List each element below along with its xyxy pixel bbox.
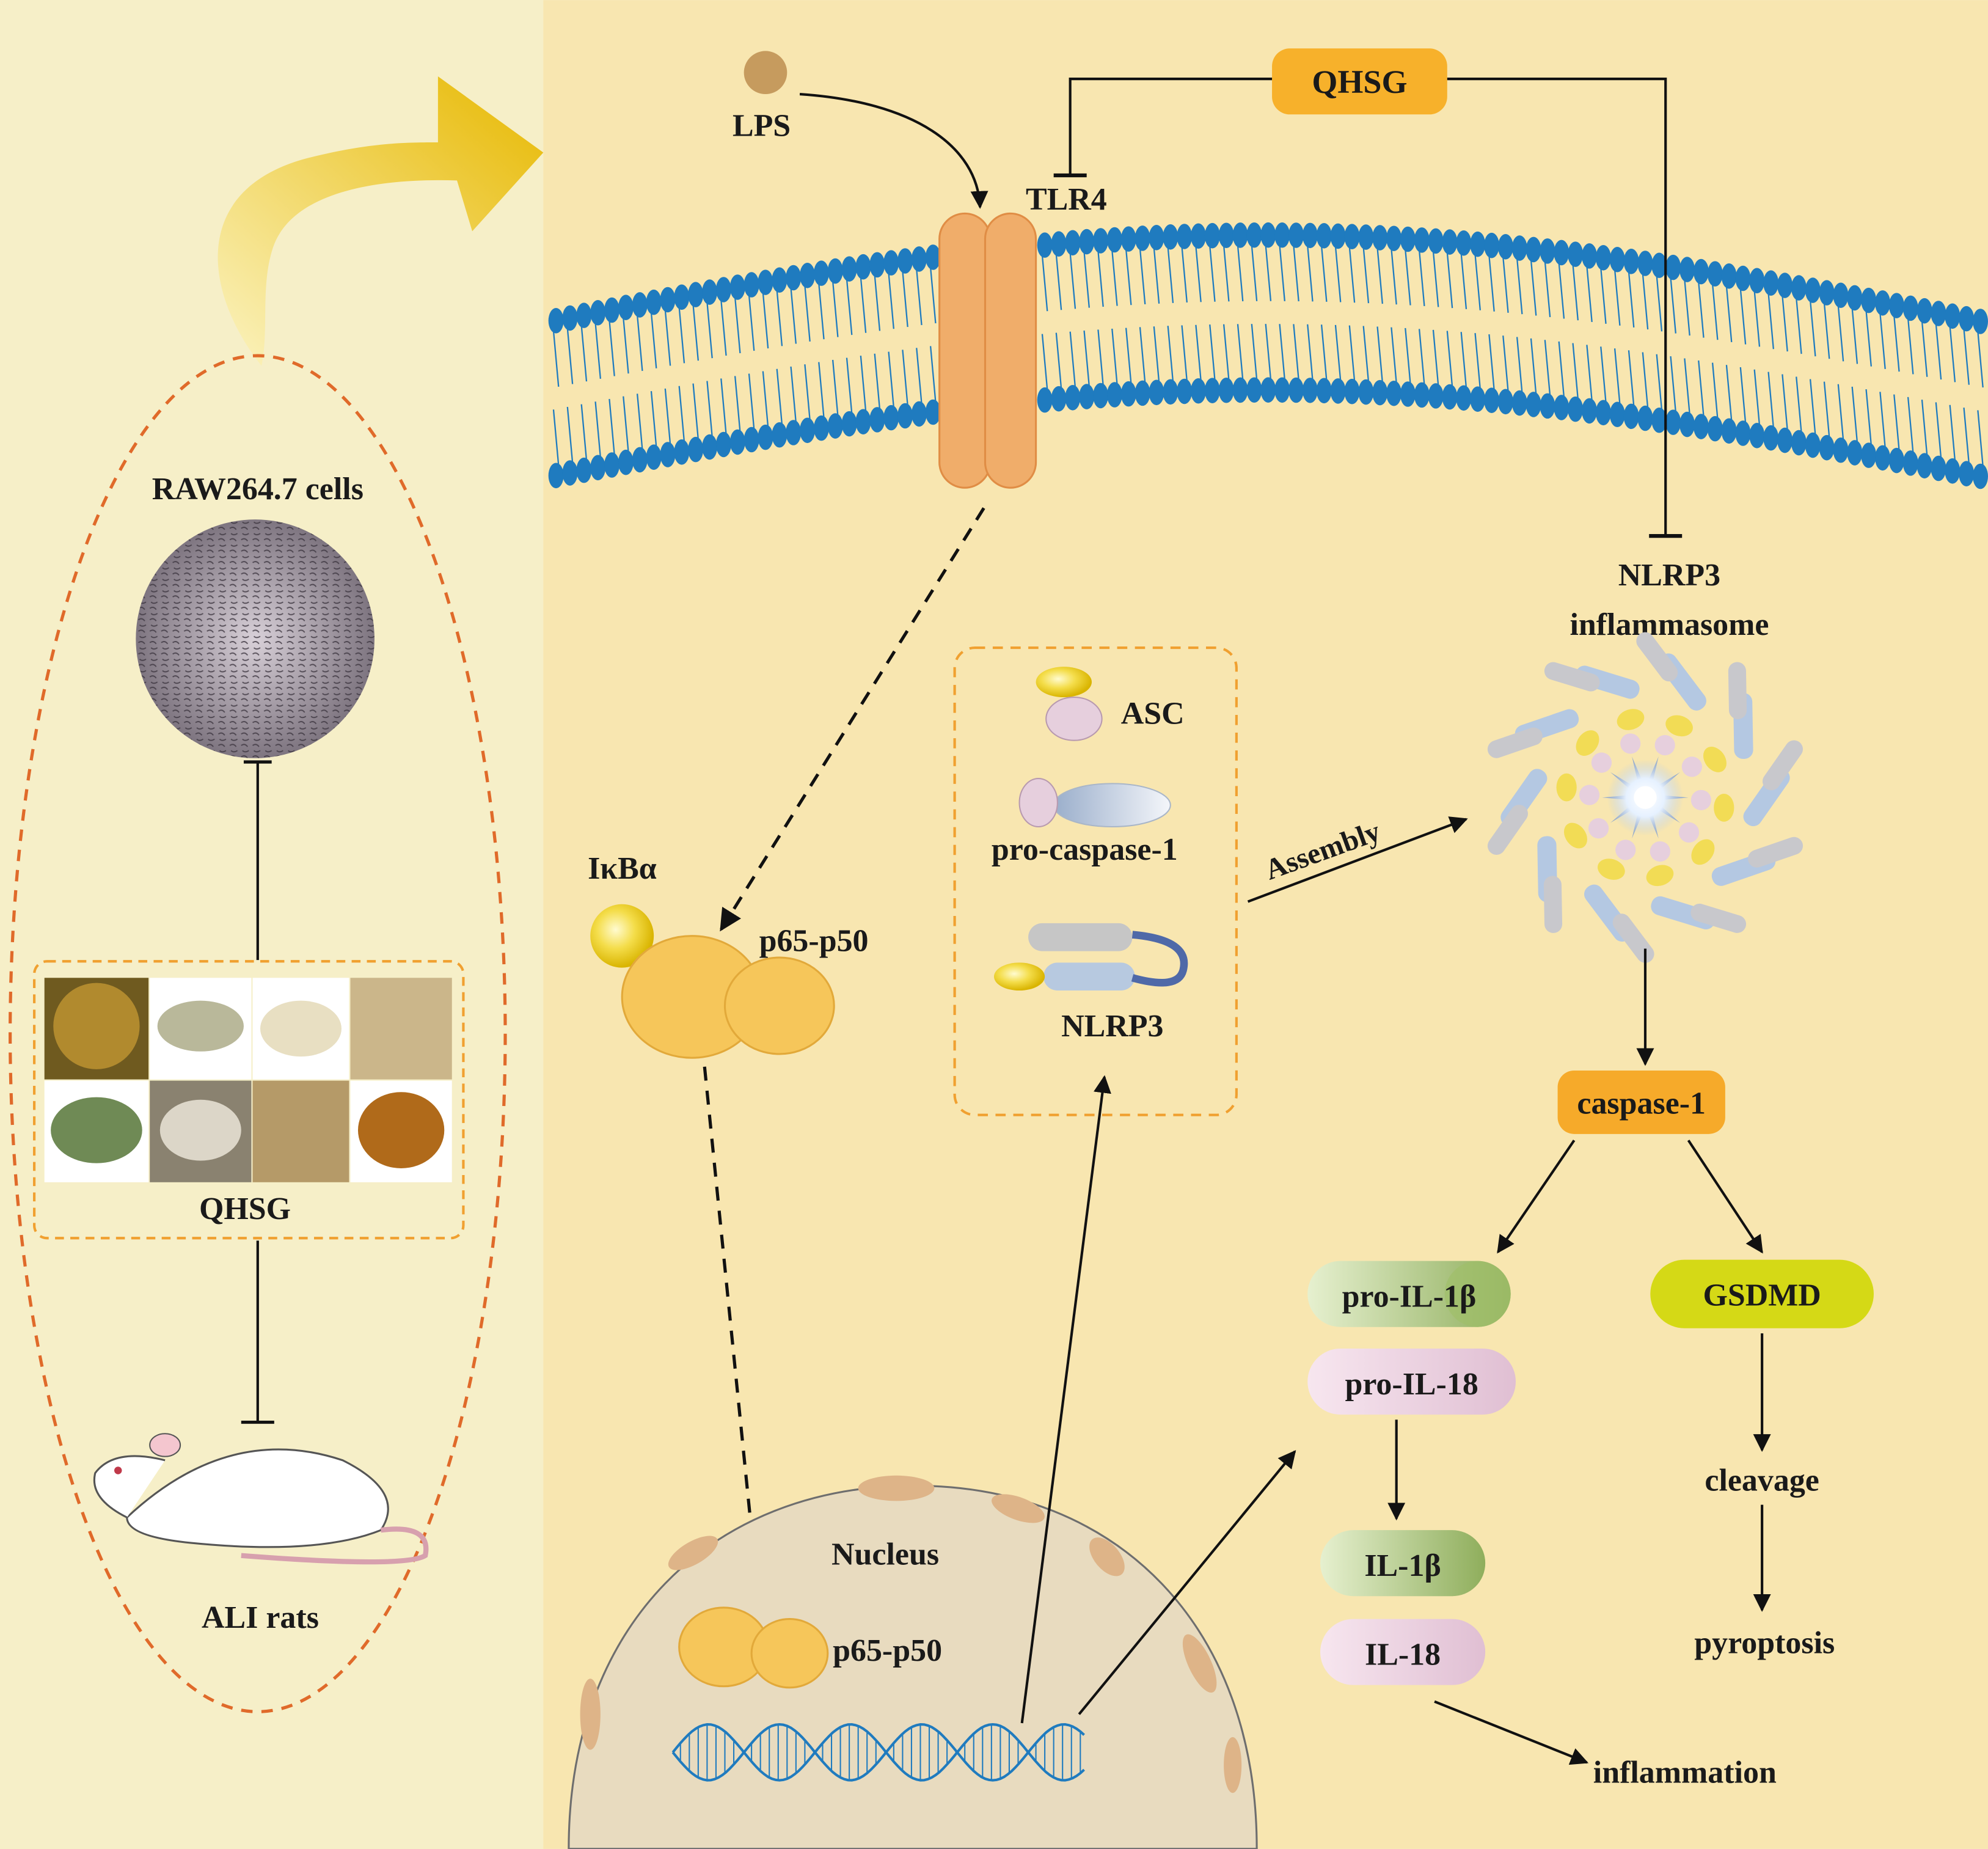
inflammasome-wheel-icon bbox=[1487, 632, 1803, 963]
gsdmd-box bbox=[1650, 1259, 1874, 1328]
rat-drawing-icon bbox=[93, 1433, 429, 1565]
inflammation-label: inflammation bbox=[1593, 1756, 1777, 1790]
herb-photo-grid-icon bbox=[44, 978, 452, 1182]
ikba-p65-complex bbox=[590, 904, 835, 1059]
pro-il18-label: pro-IL-18 bbox=[1345, 1367, 1478, 1402]
pro-il18-pill bbox=[1307, 1349, 1516, 1415]
nuclear-p65-complex bbox=[678, 1606, 829, 1689]
nucleus-label: Nucleus bbox=[831, 1537, 939, 1572]
tlr4-label: TLR4 bbox=[1026, 182, 1107, 217]
pro-il1b-label: pro-IL-1β bbox=[1342, 1279, 1477, 1314]
ikba-label: IκBα bbox=[588, 851, 657, 886]
ali-rats-label: ALI rats bbox=[202, 1600, 319, 1635]
cleavage-label: cleavage bbox=[1705, 1463, 1819, 1498]
pyroptosis-label: pyroptosis bbox=[1694, 1626, 1835, 1661]
curved-yellow-arrow-icon bbox=[217, 76, 544, 366]
inflammasome-components-box bbox=[953, 646, 1238, 1116]
asc-protein-icon bbox=[1036, 667, 1103, 741]
experiment-outline bbox=[9, 354, 507, 1713]
il18-pill bbox=[1320, 1619, 1486, 1685]
qhsg-top-label: QHSG bbox=[1312, 64, 1407, 100]
lps-label: LPS bbox=[733, 109, 791, 144]
dna-helix-icon bbox=[671, 1723, 1085, 1782]
nlrp3-title-line2: inflammasome bbox=[1570, 607, 1769, 642]
il1b-label: IL-1β bbox=[1364, 1548, 1441, 1583]
qhsg-left-label: QHSG bbox=[199, 1192, 291, 1226]
pro-caspase-protein-icon bbox=[1018, 778, 1171, 828]
il18-label: IL-18 bbox=[1365, 1637, 1441, 1672]
nuclear-pores bbox=[580, 1475, 1242, 1793]
qhsg-box bbox=[1272, 48, 1447, 115]
caspase1-label: caspase-1 bbox=[1577, 1086, 1706, 1121]
p65-nucleus-label: p65-p50 bbox=[833, 1633, 942, 1668]
raw-cells-label: RAW264.7 cells bbox=[152, 472, 364, 507]
pro-caspase-label: pro-caspase-1 bbox=[992, 832, 1178, 867]
nlrp3-title-line1: NLRP3 bbox=[1618, 558, 1720, 593]
cell-membrane bbox=[548, 222, 1988, 489]
raw264-micrograph-icon bbox=[136, 519, 375, 758]
left-panel bbox=[0, 0, 544, 1849]
pro-il1b-pill bbox=[1307, 1261, 1511, 1327]
nlrp3-label: NLRP3 bbox=[1061, 1009, 1163, 1044]
il1b-pill bbox=[1320, 1530, 1486, 1597]
gsdmd-label: GSDMD bbox=[1703, 1278, 1821, 1313]
asc-label: ASC bbox=[1121, 697, 1185, 731]
nlrp3-protein-icon bbox=[994, 923, 1188, 991]
lps-particle-icon bbox=[744, 51, 788, 95]
tlr4-receptor bbox=[938, 212, 1037, 489]
caspase1-box bbox=[1557, 1070, 1725, 1134]
p65-top-label: p65-p50 bbox=[759, 924, 869, 959]
herb-box bbox=[33, 960, 465, 1240]
